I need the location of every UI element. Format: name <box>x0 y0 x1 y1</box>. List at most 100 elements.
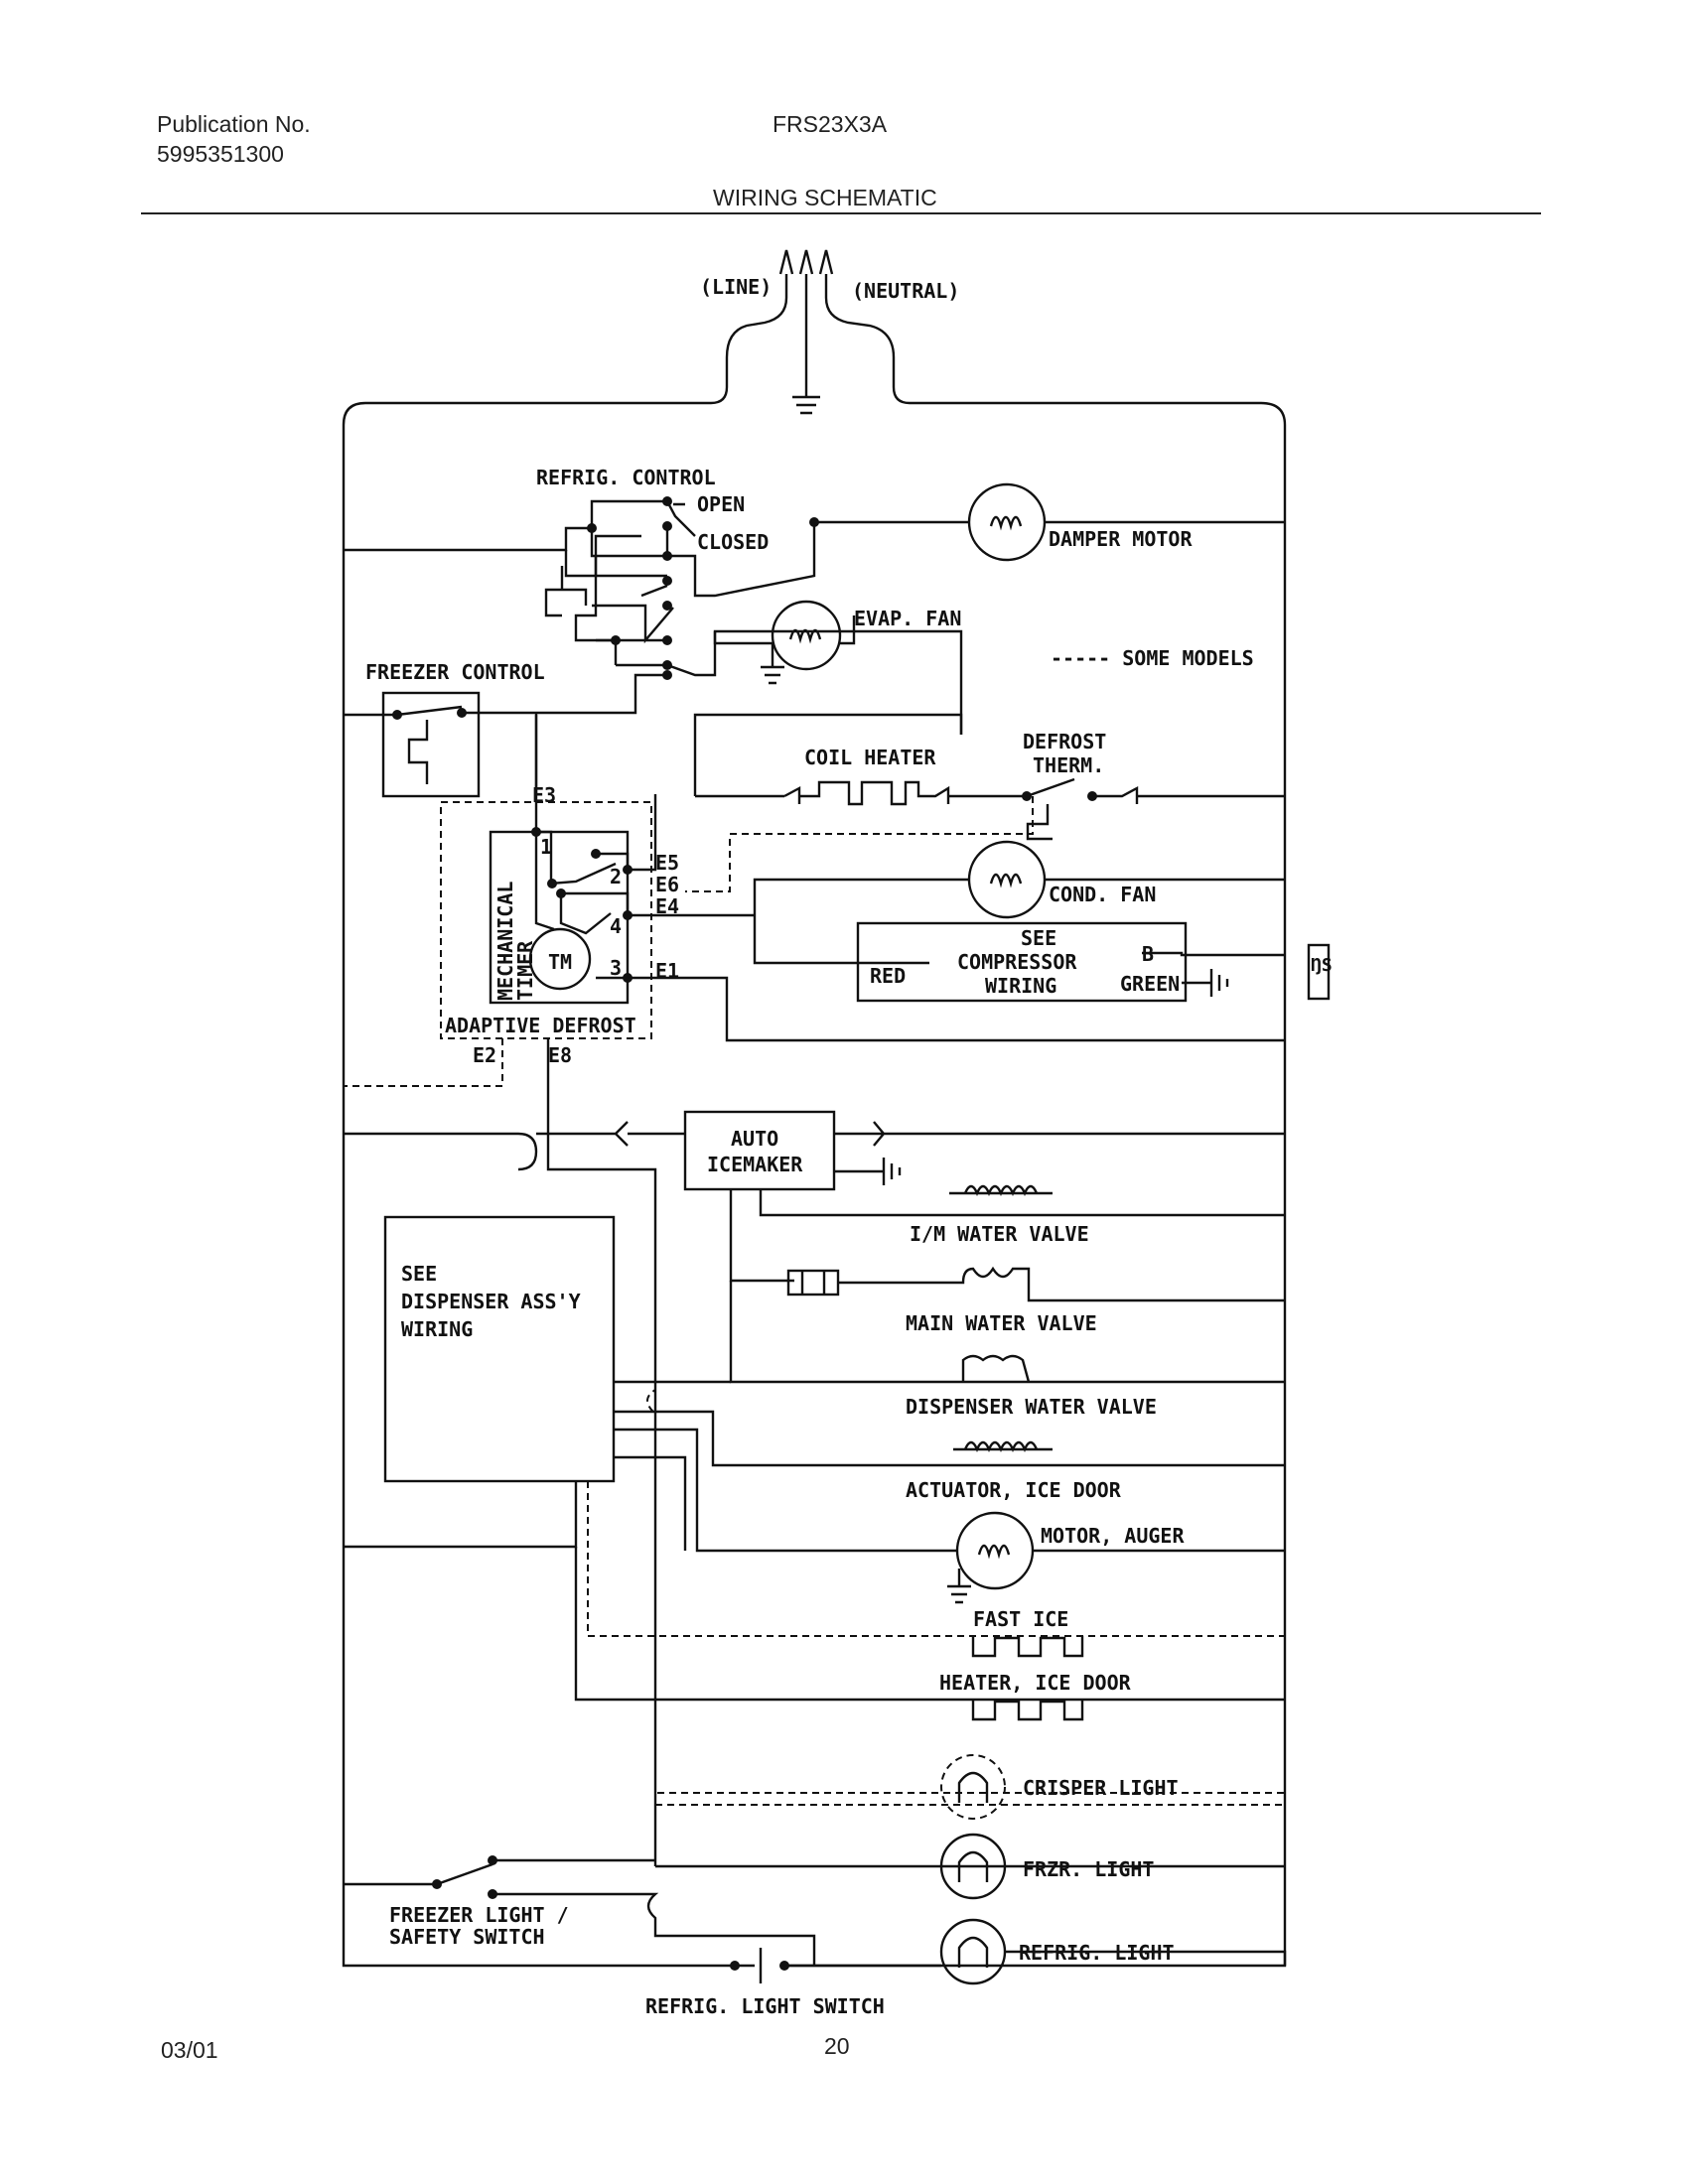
frzr-light-icon <box>939 1833 1007 1900</box>
damper-motor-icon <box>967 482 1047 562</box>
svg-text:ŊS: ŊS <box>1311 955 1333 976</box>
power-plug <box>342 249 1287 426</box>
green-wire-label: GREEN <box>1120 972 1180 996</box>
frzr-light-label: FRZR. LIGHT <box>1023 1857 1154 1881</box>
refrig-light-switch-label: REFRIG. LIGHT SWITCH <box>645 1994 885 2018</box>
icemaker-neutral-wire <box>834 1121 1285 1147</box>
e2-wire <box>344 1038 503 1087</box>
line-rail <box>342 425 735 1968</box>
ground-icon <box>761 643 784 685</box>
timer-motor-icon: TM <box>548 950 572 974</box>
terminal-4-label: 4 <box>610 914 622 938</box>
freezer-light-switch-label-1: FREEZER LIGHT / <box>389 1903 569 1927</box>
icemaker-ground-icon <box>834 1158 902 1185</box>
refrig-light-switch <box>730 1948 941 1983</box>
heater-ice-door-wire <box>574 1547 1285 1702</box>
coil-heater-icon <box>695 780 1023 806</box>
e2-label: E2 <box>473 1043 496 1067</box>
b-wire-label: B <box>1142 942 1154 966</box>
evap-fan-label: EVAP. FAN <box>854 607 961 630</box>
heater-ice-door-icon <box>971 1700 1084 1721</box>
line-label: (LINE) <box>700 275 772 299</box>
side-mark: ŊS <box>1307 943 1333 1001</box>
open-label: OPEN <box>697 492 745 516</box>
icemaker-left-connector <box>536 1121 685 1147</box>
dispenser-label-3: WIRING <box>401 1317 473 1341</box>
defrost-therm-label-2: THERM. <box>1033 753 1104 777</box>
motor-auger-label: MOTOR, AUGER <box>1041 1524 1185 1548</box>
model-number: FRS23X3A <box>773 111 888 137</box>
icemaker-line-wire <box>344 1132 538 1171</box>
e5-label: E5 <box>655 851 679 875</box>
dispenser-wiring-box <box>344 1215 1285 1553</box>
publication-label: Publication No. <box>157 111 311 137</box>
publication-number: 5995351300 <box>157 141 284 167</box>
fast-ice-label: FAST ICE <box>973 1607 1068 1631</box>
crisper-light-wire <box>654 1414 1285 1806</box>
header-rule <box>141 212 1541 214</box>
defrost-therm-label-1: DEFROST <box>1023 730 1106 753</box>
fast-ice-heater-icon <box>971 1636 1084 1658</box>
red-wire-label: RED <box>870 964 906 988</box>
refrig-control-switch <box>344 496 963 735</box>
refrig-control-label: REFRIG. CONTROL <box>536 466 716 489</box>
refrig-light-wire <box>1005 1950 1287 1966</box>
terminal-3-label: 3 <box>610 956 622 980</box>
icemaker-label-2: ICEMAKER <box>707 1153 803 1176</box>
fast-ice-wire <box>587 1171 1285 1637</box>
compressor-wiring-box <box>856 921 1285 1003</box>
defrost-therm-switch <box>1022 777 1285 841</box>
terminal-2-label: 2 <box>610 865 622 888</box>
dispenser-label-1: SEE <box>401 1262 437 1286</box>
compressor-compressor-label: COMPRESSOR <box>957 950 1077 974</box>
heater-ice-door-label: HEATER, ICE DOOR <box>939 1671 1132 1695</box>
dispenser-water-valve-label: DISPENSER WATER VALVE <box>906 1395 1157 1419</box>
dispenser-label-2: DISPENSER ASS'Y <box>401 1290 581 1313</box>
e1-label: E1 <box>655 959 679 983</box>
compressor-see-label: SEE <box>1021 926 1056 950</box>
adaptive-defrost-label: ADAPTIVE DEFROST <box>445 1014 636 1037</box>
auger-ground-icon <box>947 1569 971 1604</box>
auto-icemaker-box <box>683 1110 836 1191</box>
neutral-label: (NEUTRAL) <box>852 279 959 303</box>
e3-label: E3 <box>532 783 556 807</box>
motor-auger-icon <box>955 1511 1035 1590</box>
timer-to-evap-wire <box>693 713 963 796</box>
refrig-light-label: REFRIG. LIGHT <box>1019 1941 1175 1965</box>
crisper-light-label: CRISPER LIGHT <box>1023 1776 1179 1800</box>
actuator-ice-door-label: ACTUATOR, ICE DOOR <box>906 1478 1122 1502</box>
closed-label: CLOSED <box>697 530 769 554</box>
some-models-legend: ----- SOME MODELS <box>1051 646 1254 670</box>
evap-fan-wire <box>713 615 856 645</box>
cond-fan-icon <box>967 840 1047 919</box>
main-water-valve <box>858 1266 1285 1302</box>
some-models-wire <box>685 796 1034 892</box>
plug-connector-icon <box>786 1269 858 1297</box>
e6-label: E6 <box>655 873 679 896</box>
im-water-valve-label: I/M WATER VALVE <box>910 1222 1089 1246</box>
main-water-valve-label: MAIN WATER VALVE <box>906 1311 1097 1335</box>
timer-label: TIMER <box>513 940 537 1001</box>
e4-label: E4 <box>655 894 679 918</box>
footer-date: 03/01 <box>161 2037 218 2063</box>
freezer-control-label: FREEZER CONTROL <box>365 660 545 684</box>
im-water-valve <box>949 1184 1053 1197</box>
crisper-light-icon <box>940 1754 1006 1820</box>
evap-fan-icon <box>771 600 842 671</box>
icemaker-label-1: AUTO <box>731 1127 778 1151</box>
page-title: WIRING SCHEMATIC <box>713 185 937 210</box>
page-number: 20 <box>824 2033 850 2059</box>
cond-fan-label: COND. FAN <box>1049 883 1156 906</box>
cond-fan-wire <box>753 878 1285 965</box>
coil-heater-label: COIL HEATER <box>804 746 936 769</box>
adaptive-defrost-module <box>440 715 1285 1042</box>
terminal-1-label: 1 <box>540 835 552 859</box>
e8-label: E8 <box>548 1043 572 1067</box>
actuator-ice-door <box>953 1440 1053 1453</box>
freezer-light-switch-label-2: SAFETY SWITCH <box>389 1925 545 1949</box>
mechanical-label: MECHANICAL <box>493 882 517 1001</box>
e8-feed-wire <box>546 1104 657 1866</box>
damper-motor-label: DAMPER MOTOR <box>1049 527 1193 551</box>
freezer-control-switch <box>344 673 667 798</box>
